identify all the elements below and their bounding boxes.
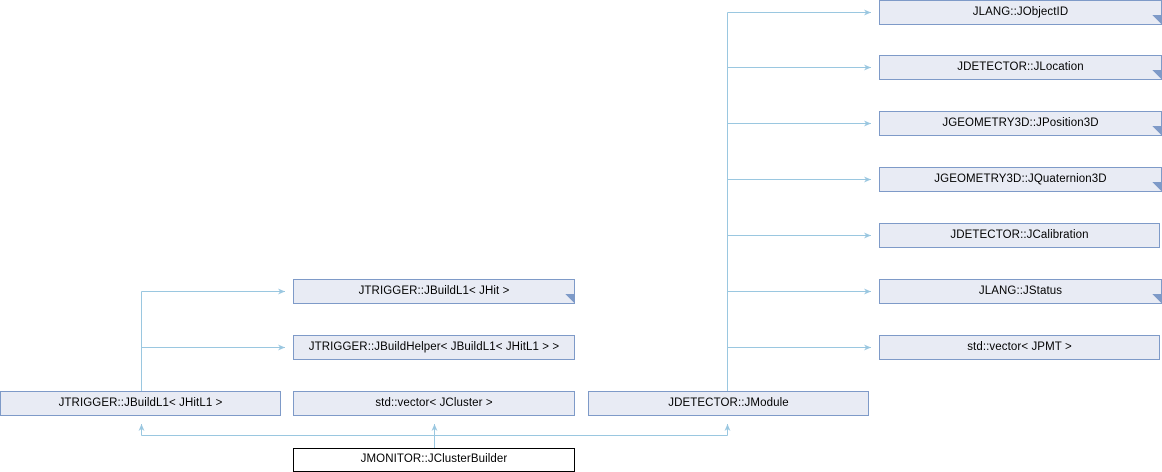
node-label-jbuildl1-jhitl1: JTRIGGER::JBuildL1< JHitL1 > xyxy=(58,396,223,409)
folded-corner-icon xyxy=(1152,294,1161,303)
folded-corner-icon xyxy=(1152,15,1161,24)
node-vector-jcluster[interactable]: std::vector< JCluster > xyxy=(293,391,575,416)
folded-corner-icon xyxy=(565,294,574,303)
node-jstatus[interactable]: JLANG::JStatus xyxy=(879,279,1162,304)
node-jbuildl1-jhit[interactable]: JTRIGGER::JBuildL1< JHit > xyxy=(293,279,575,304)
node-jcalibration[interactable]: JDETECTOR::JCalibration xyxy=(879,223,1160,248)
node-label-jcalibration: JDETECTOR::JCalibration xyxy=(950,228,1089,241)
node-vector-jpmt[interactable]: std::vector< JPMT > xyxy=(879,335,1160,360)
node-jbuildl1-jhitl1[interactable]: JTRIGGER::JBuildL1< JHitL1 > xyxy=(0,391,281,416)
folded-corner-icon xyxy=(1152,70,1161,79)
node-label-jobjectid: JLANG::JObjectID xyxy=(972,5,1069,18)
node-jclusterbuilder: JMONITOR::JClusterBuilder xyxy=(293,448,575,472)
node-jmodule[interactable]: JDETECTOR::JModule xyxy=(588,391,869,416)
folded-corner-icon xyxy=(1152,126,1161,135)
node-jobjectid[interactable]: JLANG::JObjectID xyxy=(879,0,1162,25)
node-jposition3d[interactable]: JGEOMETRY3D::JPosition3D xyxy=(879,111,1162,136)
node-label-jbuildhelper: JTRIGGER::JBuildHelper< JBuildL1< JHitL1… xyxy=(308,340,560,353)
node-label-jclusterbuilder: JMONITOR::JClusterBuilder xyxy=(360,453,508,466)
node-label-vector-jpmt: std::vector< JPMT > xyxy=(967,340,1072,353)
node-jbuildhelper[interactable]: JTRIGGER::JBuildHelper< JBuildL1< JHitL1… xyxy=(293,335,575,360)
node-label-vector-jcluster: std::vector< JCluster > xyxy=(375,396,493,409)
node-label-jbuildl1-jhit: JTRIGGER::JBuildL1< JHit > xyxy=(358,284,510,297)
node-jlocation[interactable]: JDETECTOR::JLocation xyxy=(879,55,1162,80)
node-label-jposition3d: JGEOMETRY3D::JPosition3D xyxy=(942,116,1099,129)
node-label-jlocation: JDETECTOR::JLocation xyxy=(957,60,1084,73)
node-label-jmodule: JDETECTOR::JModule xyxy=(668,396,789,409)
node-label-jquaternion3d: JGEOMETRY3D::JQuaternion3D xyxy=(934,172,1107,185)
folded-corner-icon xyxy=(1152,182,1161,191)
node-label-jstatus: JLANG::JStatus xyxy=(978,284,1063,297)
node-jquaternion3d[interactable]: JGEOMETRY3D::JQuaternion3D xyxy=(879,167,1162,192)
